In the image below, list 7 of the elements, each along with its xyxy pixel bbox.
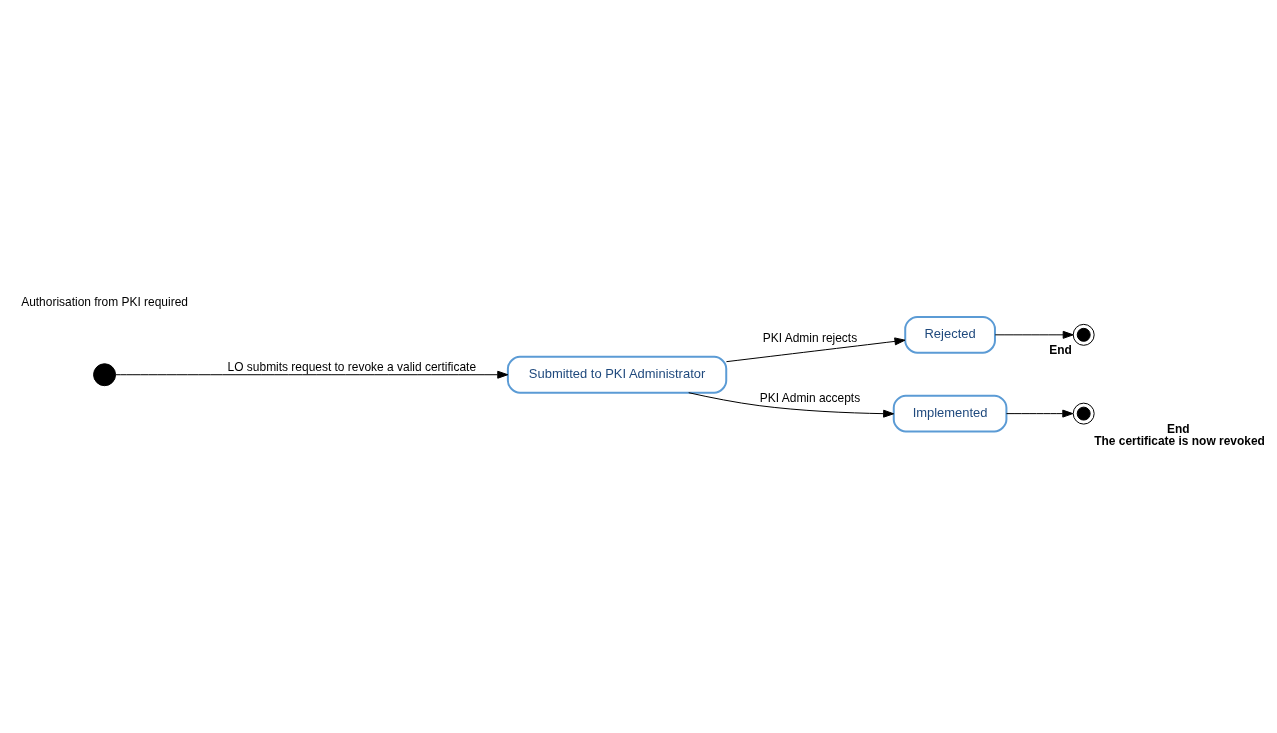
edge-label: LO submits request to revoke a valid certificate <box>227 360 477 375</box>
node-label: End <box>1166 421 1190 436</box>
label: Authorisation from PKI required <box>21 295 188 310</box>
edge-label: PKI Admin accepts <box>759 391 861 406</box>
node-label: The certificate is now revoked <box>1094 433 1265 448</box>
node-label: End <box>1049 342 1072 357</box>
edge-label: PKI Admin rejects <box>762 331 858 346</box>
